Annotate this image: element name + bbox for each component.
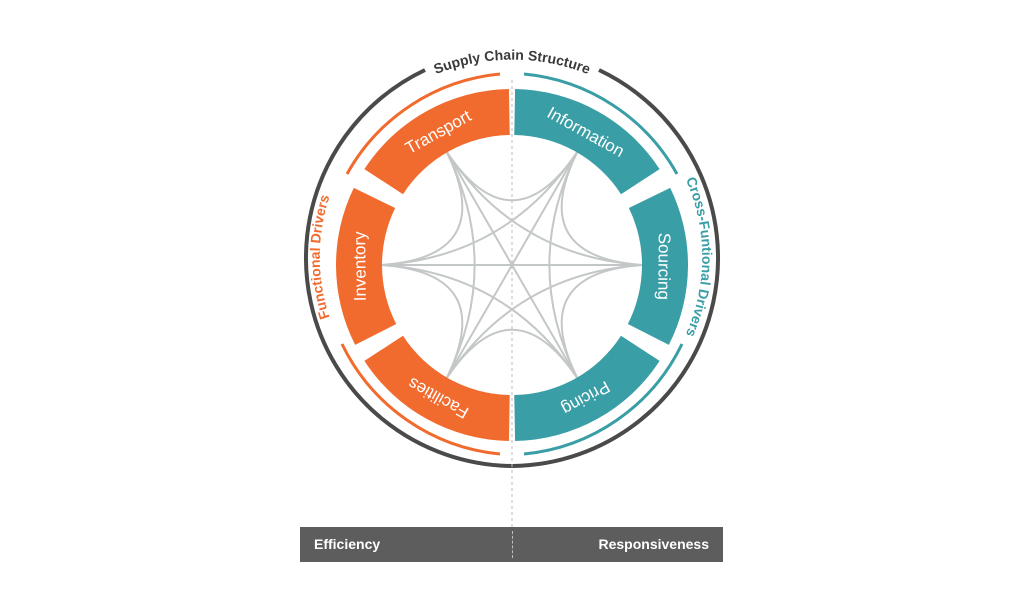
segment-information [514,89,660,195]
segment-facilities [364,335,510,441]
segment-pricing [514,335,660,441]
segment-sourcing [627,187,688,345]
cross-functional-drivers-arc-upper [523,72,679,175]
segment-inventory [336,187,397,345]
bar-divider [512,531,513,558]
cross-functional-drivers-arc-lower [523,343,684,456]
connector-lines [381,151,643,379]
connector-line [446,328,578,379]
segment-transport [364,89,510,195]
responsiveness-label: Responsiveness [598,536,710,552]
functional-drivers-arc-lower [340,343,501,456]
functional-drivers-arc-upper [345,72,501,175]
connector-line [446,151,578,379]
driver-segments: TransportInventoryFacilitiesInformationS… [336,89,688,441]
diagram-title: Supply Chain Structure [431,47,593,77]
segment-label-sourcing: Sourcing [654,233,674,300]
efficiency-label: Efficiency [314,536,381,552]
segment-label-inventory: Inventory [350,231,370,302]
outer-ring-left [304,68,513,468]
outer-ring-right [511,68,720,468]
connector-line [381,151,578,266]
efficiency-responsiveness-bar: Efficiency Responsiveness [300,527,723,562]
connector-line [560,264,643,379]
